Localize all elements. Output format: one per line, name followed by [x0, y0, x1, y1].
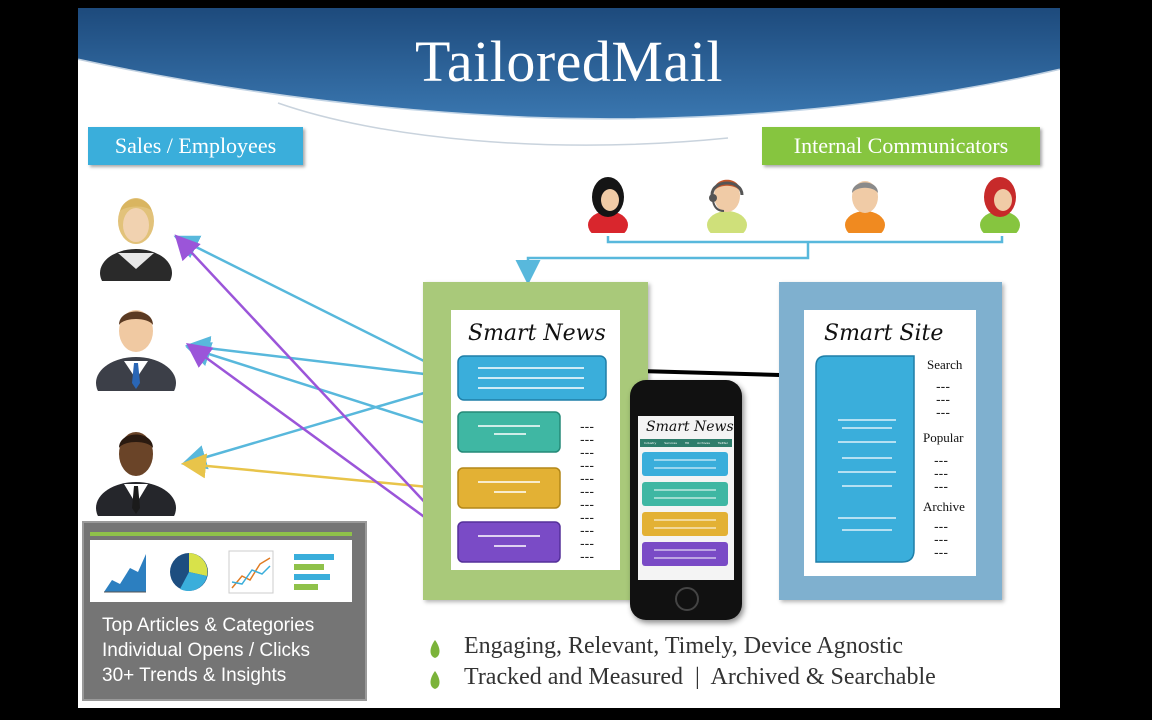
redhead-woman-icon	[980, 177, 1020, 233]
analytics-text: Top Articles & Categories Individual Ope…	[102, 613, 314, 688]
dark-businessman-avatar-icon	[96, 432, 176, 516]
phone-tab-hr: HR	[684, 441, 690, 445]
phone-tab-industry: Industry	[643, 441, 657, 445]
phone-tab-bar: Industry Services HR Archives Twitter	[640, 439, 732, 447]
phone-cards	[642, 452, 728, 566]
line-chart-icon	[228, 550, 274, 594]
archive-dash-list: ---------	[934, 518, 948, 560]
bullet-engaging: Engaging, Relevant, Timely, Device Agnos…	[464, 633, 904, 659]
phone-tab-twitter: Twitter	[717, 441, 728, 445]
phone-home-button	[675, 587, 699, 611]
orange-person-icon	[845, 181, 885, 233]
businessman-avatar-icon	[96, 310, 176, 391]
smart-news-title: Smart News	[468, 321, 606, 346]
bar-chart-icon	[294, 554, 334, 590]
bullet-tracked: Tracked and Measured | Archived & Search…	[464, 664, 936, 690]
news-cards	[457, 355, 607, 563]
site-popular-label: Popular	[923, 430, 964, 445]
area-chart-icon	[104, 554, 146, 593]
page-title: TailoredMail	[415, 29, 723, 94]
title-banner	[78, 8, 1060, 146]
phone-tab-archives: Archives	[697, 441, 710, 445]
phone-title: Smart News	[646, 419, 734, 435]
analytics-line-opens-clicks: Individual Opens / Clicks	[102, 640, 311, 661]
woman-avatar-icon	[588, 177, 628, 233]
analytics-accent-bar	[90, 532, 352, 536]
slide: TailoredMail Sales / Employees Internal …	[78, 8, 1060, 708]
leaf-bullet-icon	[430, 640, 440, 658]
leaf-bullet-icon	[430, 671, 440, 689]
analytics-line-trends: 30+ Trends & Insights	[102, 665, 287, 686]
headset-person-icon	[707, 179, 747, 233]
search-dash-list: ---------	[936, 378, 950, 420]
site-search-label: Search	[927, 357, 963, 372]
popular-dash-list: ---------	[934, 452, 948, 494]
phone-tab-services: Services	[664, 441, 677, 445]
smart-site-title: Smart Site	[824, 321, 944, 346]
woman-avatar-icon	[100, 198, 172, 281]
sales-employees-label: Sales / Employees	[88, 127, 303, 165]
internal-communicators-label: Internal Communicators	[762, 127, 1040, 165]
site-archive-label: Archive	[923, 499, 965, 514]
news-dash-list: --------- --------- --------- ------	[580, 418, 594, 564]
site-content-panel	[815, 355, 915, 563]
analytics-line-top-articles: Top Articles & Categories	[102, 615, 315, 636]
pie-chart-icon	[170, 553, 208, 591]
